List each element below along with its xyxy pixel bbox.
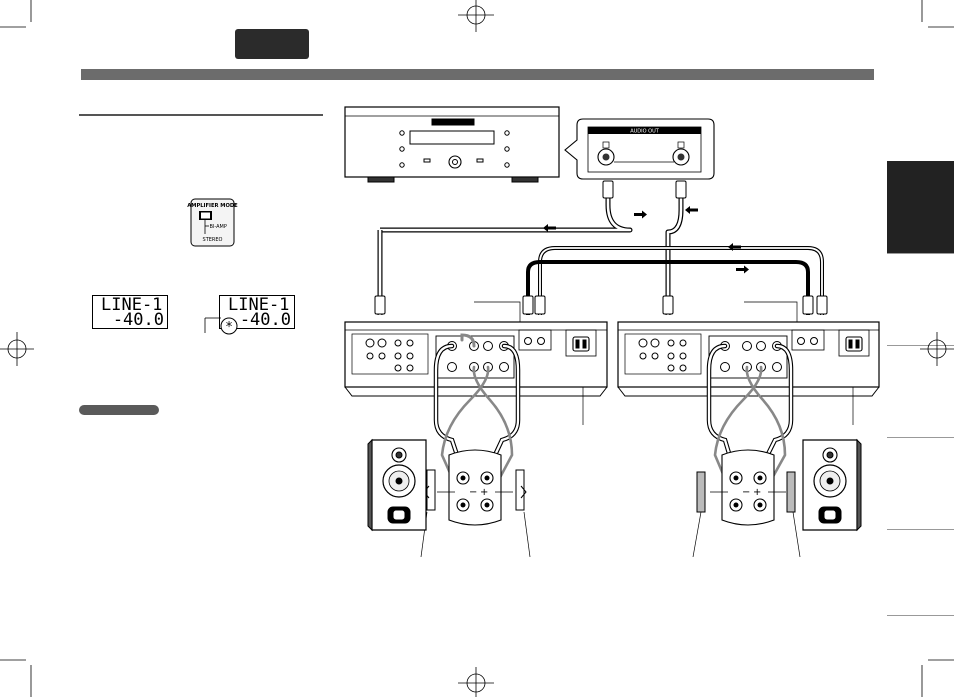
- cd-player: [345, 107, 559, 182]
- speaker-terminal-panel-1: − +: [437, 450, 513, 525]
- panel1-minus: −: [469, 487, 477, 498]
- panel1-plus: +: [480, 487, 488, 498]
- panel2-plus: +: [753, 487, 761, 498]
- amplifier-2-rear: [618, 322, 879, 396]
- cd-panel-label: AUDIO OUT: [630, 129, 660, 135]
- amplifier-mode-switch: AMPLIFIER MODE BI-AMP STEREO: [187, 199, 238, 246]
- indicator-callout: *: [205, 318, 237, 335]
- speaker-right: [803, 440, 861, 530]
- speaker-left: [368, 440, 426, 530]
- speaker-terminal-panel-2: − +: [710, 450, 786, 525]
- indicator-symbol: *: [225, 320, 233, 335]
- cd-audio-out-callout: AUDIO OUT: [565, 119, 714, 179]
- switch-opt2: STEREO: [203, 237, 223, 243]
- panel2-minus: −: [742, 487, 750, 498]
- switch-title: AMPLIFIER MODE: [187, 203, 238, 209]
- switch-opt1: BI-AMP: [210, 224, 227, 230]
- amplifier-1-rear: [345, 322, 607, 396]
- signal-cables: [380, 181, 822, 315]
